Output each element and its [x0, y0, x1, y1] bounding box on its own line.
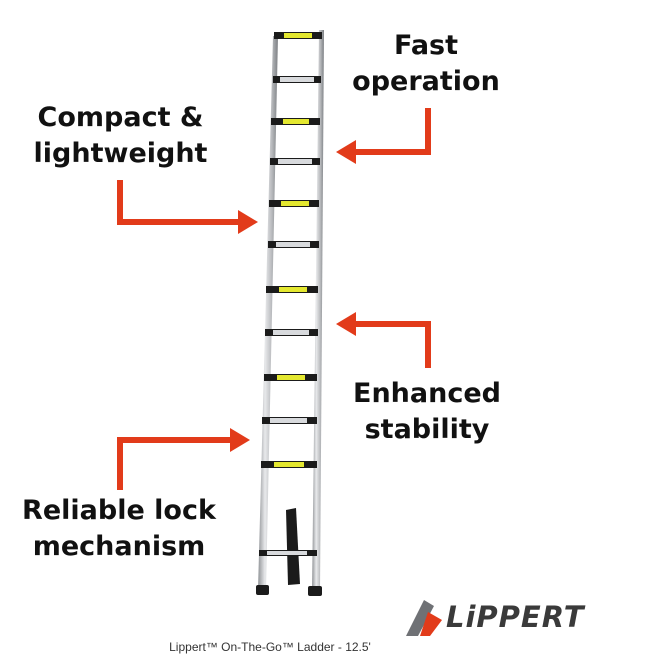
arrow-fast — [352, 108, 431, 155]
callout-compact-line2: lightweight — [33, 138, 208, 169]
callout-arrows — [117, 108, 431, 490]
callout-fast-operation: Fast operation — [346, 28, 506, 100]
brand-name: LiPPERT — [446, 600, 585, 634]
ladder-foot-left — [256, 585, 269, 595]
callout-reliable-lock: Reliable lock mechanism — [14, 493, 224, 565]
callout-compact-lightweight: Compact & lightweight — [28, 100, 213, 172]
callout-fast-line1: Fast — [393, 30, 459, 61]
rung-6 — [268, 241, 319, 248]
brand-logo: LiPPERT — [404, 598, 632, 638]
ladder-foot-right — [308, 586, 322, 596]
ladder-left-rail — [258, 36, 278, 590]
arrow-reliable — [117, 437, 234, 490]
rung-11 — [261, 461, 317, 468]
callout-enhanced-stability: Enhanced stability — [344, 376, 510, 448]
arrow-enhanced — [352, 321, 431, 368]
arrow-reliable-head — [230, 428, 250, 452]
arrow-compact-head — [238, 210, 258, 234]
rung-7 — [266, 286, 318, 293]
ladder-rungs — [259, 32, 322, 556]
callout-fast-line2: operation — [352, 66, 500, 97]
ladder-right-rail — [312, 30, 324, 592]
arrow-compact — [117, 180, 242, 225]
rung-4 — [270, 158, 320, 165]
callout-enhanced-line2: stability — [364, 414, 490, 445]
rung-2 — [273, 76, 321, 83]
rung-10 — [262, 417, 317, 424]
rung-12 — [259, 550, 317, 556]
rung-8 — [265, 329, 318, 336]
callout-reliable-line2: mechanism — [32, 531, 206, 562]
ladder-strap — [286, 508, 300, 585]
rung-1 — [274, 32, 322, 39]
rung-3 — [271, 118, 320, 125]
callout-reliable-line1: Reliable lock — [22, 495, 216, 526]
product-caption: Lippert™ On-The-Go™ Ladder - 12.5' — [169, 640, 371, 654]
ladder-image — [256, 30, 324, 596]
callout-compact-line1: Compact & — [37, 102, 204, 133]
callout-enhanced-line1: Enhanced — [353, 378, 501, 409]
arrow-enhanced-head — [336, 312, 356, 336]
rung-5 — [269, 200, 319, 207]
lippert-logo-icon — [406, 600, 442, 636]
rung-9 — [264, 374, 317, 381]
arrow-heads — [230, 140, 356, 452]
arrow-fast-head — [336, 140, 356, 164]
